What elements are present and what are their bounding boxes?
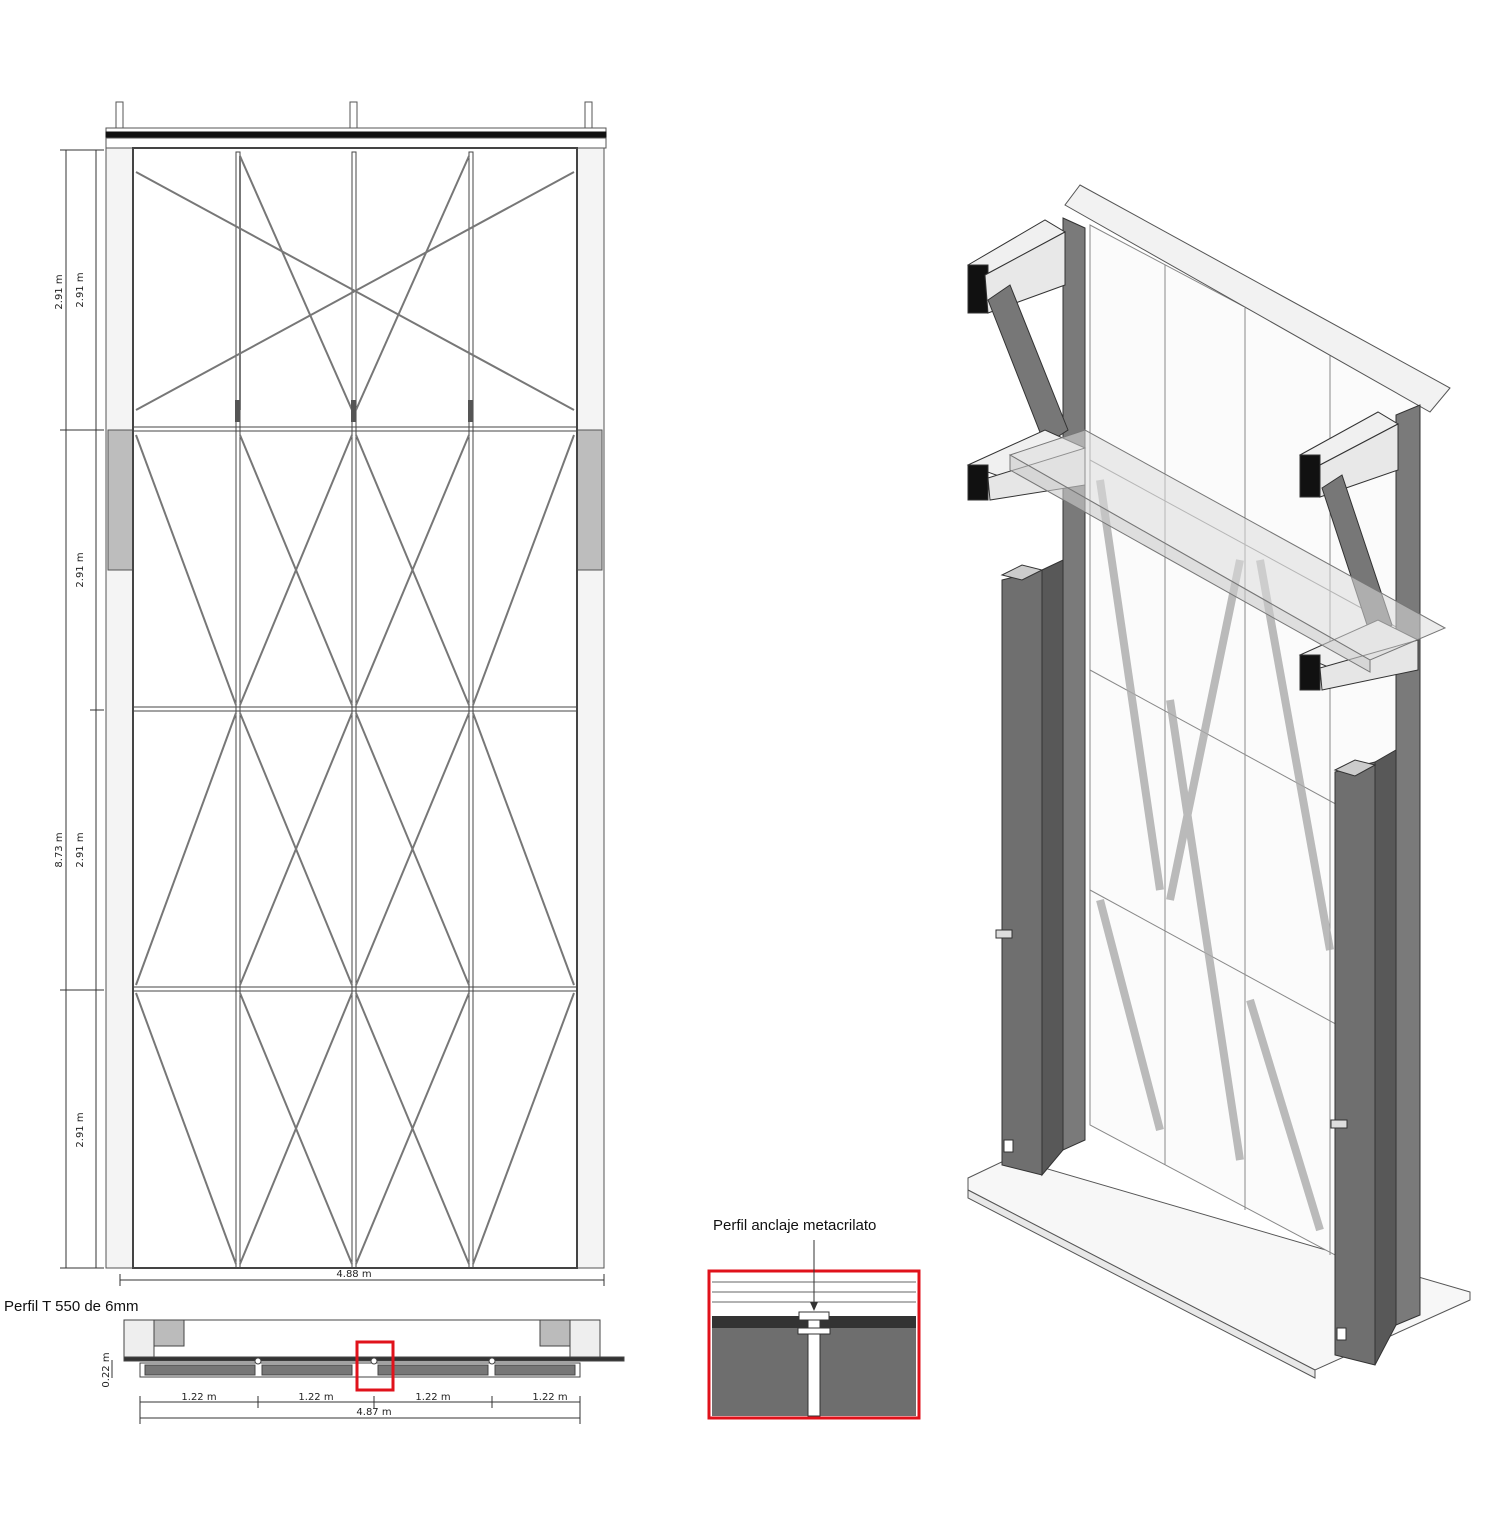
glass-panel-outline [132,147,578,1269]
plan-module-4: 1.22 m [532,1392,567,1403]
bracing-top-bay [135,155,575,411]
plan-thickness: 0.22 m [101,1352,112,1387]
top-beam [105,101,607,149]
dim-inner-1: 2.91 m [75,272,86,307]
right-concrete-wall [576,147,605,1269]
axonometric-view [966,184,1471,1379]
plan-module-3: 1.22 m [415,1392,450,1403]
plan-total: 4.87 m [356,1407,391,1418]
dim-width: 4.88 m [336,1269,371,1280]
dim-outer-top: 2.91 m [54,274,65,309]
dim-inner-2: 2.91 m [75,552,86,587]
detail-label: Perfil anclaje metacrilato [713,1217,876,1234]
axo-acrylic-canopy-edge [1009,454,1371,673]
dim-outer-total: 8.73 m [54,832,65,867]
transoms [132,426,578,992]
plan-section [123,1319,625,1378]
mullions [235,151,474,1269]
left-concrete-wall [105,147,134,1269]
bracing-bay-4 [135,992,575,1265]
detail-view [707,1240,921,1420]
plan-module-1: 1.22 m [181,1392,216,1403]
plan-dimensions [111,1360,581,1424]
dim-inner-4: 2.91 m [75,1112,86,1147]
plan-highlight-box [355,1340,395,1392]
elevation-dimensions [60,149,605,1286]
bracing-bay-2 [135,434,575,706]
plan-module-2: 1.22 m [298,1392,333,1403]
bracing-bay-3 [135,712,575,986]
axo-bracing [1096,479,1334,1232]
axo-top-beam [1064,184,1451,413]
plan-label: Perfil T 550 de 6mm [4,1298,139,1315]
dim-inner-3: 2.91 m [75,832,86,867]
front-elevation [105,101,607,1269]
connector-plates [235,400,473,422]
axo-clamps [995,929,1348,1129]
